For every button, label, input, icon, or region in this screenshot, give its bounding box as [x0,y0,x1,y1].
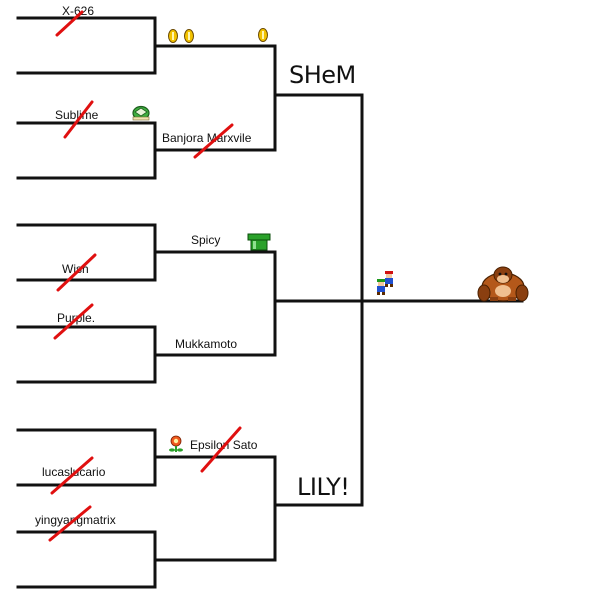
coin-icon [258,28,268,42]
coin-icons [168,28,268,43]
round1-names: X-626 Sublime Wish Purple. lucaslucario … [35,4,116,527]
semifinalist-name: LILY! [297,473,349,501]
strike-mark [63,100,94,139]
coin-icon [168,29,178,43]
strike-mark [55,10,84,37]
fire-flower-icon [169,435,183,452]
entrant-name: Sublime [55,108,99,122]
round1-lines [16,16,277,589]
entrant-name: Mukkamoto [175,337,237,351]
round2-lines [273,44,364,562]
bracket-line [16,530,157,589]
strike-mark [53,303,94,340]
bracket-line [16,325,157,384]
bracket-line [16,121,157,180]
strike-mark [200,426,242,473]
mario-luigi-sprite [377,271,393,295]
donkey-kong-sprite [477,266,529,302]
warp-pipe-icon [247,233,271,251]
entrant-name: X-626 [62,4,94,18]
strike-mark [48,505,92,542]
semifinal-names: SHeM LILY! [289,61,356,501]
elimination-marks [48,10,242,542]
strike-mark [50,456,94,495]
semifinalist-name: SHeM [289,61,356,89]
strike-mark [56,253,97,292]
strike-mark [193,123,234,159]
koopa-shell-icon [132,105,150,121]
round2-names: Banjora Marxvile Spicy Mukkamoto Epsilon… [162,131,258,452]
bracket-line [16,16,157,75]
entrant-name: Spicy [191,233,220,247]
entrant-name: Banjora Marxvile [162,131,252,145]
coin-icon [184,29,194,43]
